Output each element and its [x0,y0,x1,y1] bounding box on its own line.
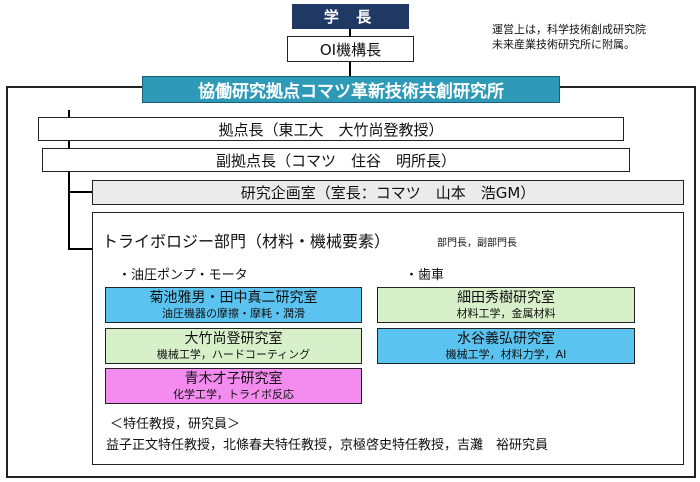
lab-name: 水谷義弘研究室 [457,330,555,347]
connector-main-trunk [68,110,70,250]
lab-hosoda: 細田秀樹研究室 材料工学，金属材料 [377,287,635,323]
lab-field: 機械工学，ハードコーティング [156,347,311,361]
group-hydraulic-label: ・油圧ポンプ・モータ [118,268,248,283]
special-staff-heading: ＜特任教授，研究員＞ [110,417,241,432]
affiliation-note: 運営上は，科学技術創成研究院 未来産業技術研究所に附属。 [492,22,646,52]
connector-division [68,248,92,250]
connector-top [349,28,351,36]
lab-otake: 大竹尚登研究室 機械工学，ハードコーティング [105,328,362,364]
lab-mizutani: 水谷義弘研究室 機械工学，材料力学，AI [377,328,635,364]
connector-planning [68,191,92,193]
lab-field: 油圧機器の摩擦・摩耗・潤滑 [162,306,305,320]
planning-office-box: 研究企画室（室長：コマツ 山本 浩GM） [92,180,684,205]
president-box: 学 長 [292,4,409,29]
lab-name: 菊池雅男・田中真二研究室 [149,289,318,306]
special-staff-members: 益子正文特任教授，北條春夫特任教授，京極啓史特任教授，吉灘 裕研究員 [106,438,549,453]
director-label: 拠点長（東工大 大竹尚登教授） [218,120,444,139]
lab-field: 材料工学，金属材料 [456,306,556,320]
division-head-note: 部門長，副部門長 [437,238,517,249]
lab-aoki: 青木才子研究室 化学工学，トライボ反応 [105,368,362,404]
affiliation-note-line1: 運営上は，科学技術創成研究院 [492,23,646,36]
director-box: 拠点長（東工大 大竹尚登教授） [38,117,624,141]
lab-name: 青木才子研究室 [184,370,283,387]
division-title: トライボロジー部門（材料・機械要素） [102,232,391,251]
president-label: 学 長 [323,8,378,26]
connector-oi-banner [349,62,351,76]
institute-banner: 協働研究拠点コマツ革新技術共創研究所 [142,76,560,103]
institute-title: 協働研究拠点コマツ革新技術共創研究所 [198,82,504,102]
lab-field: 化学工学，トライボ反応 [173,387,294,401]
vice-director-label: 副拠点長（コマツ 住谷 明所長） [215,151,456,170]
oi-director-label: OI機構長 [319,40,382,59]
lab-name: 細田秀樹研究室 [457,289,555,306]
lab-kikuchi-tanaka: 菊池雅男・田中真二研究室 油圧機器の摩擦・摩耗・潤滑 [105,287,362,323]
group-gear-label: ・歯車 [405,268,445,283]
lab-name: 大竹尚登研究室 [184,330,283,347]
vice-director-box: 副拠点長（コマツ 住谷 明所長） [42,148,630,172]
planning-office-label: 研究企画室（室長：コマツ 山本 浩GM） [240,184,536,202]
lab-field: 機械工学，材料力学，AI [445,347,567,361]
affiliation-note-line2: 未来産業技術研究所に附属。 [492,38,635,51]
oi-director-box: OI機構長 [287,36,414,62]
